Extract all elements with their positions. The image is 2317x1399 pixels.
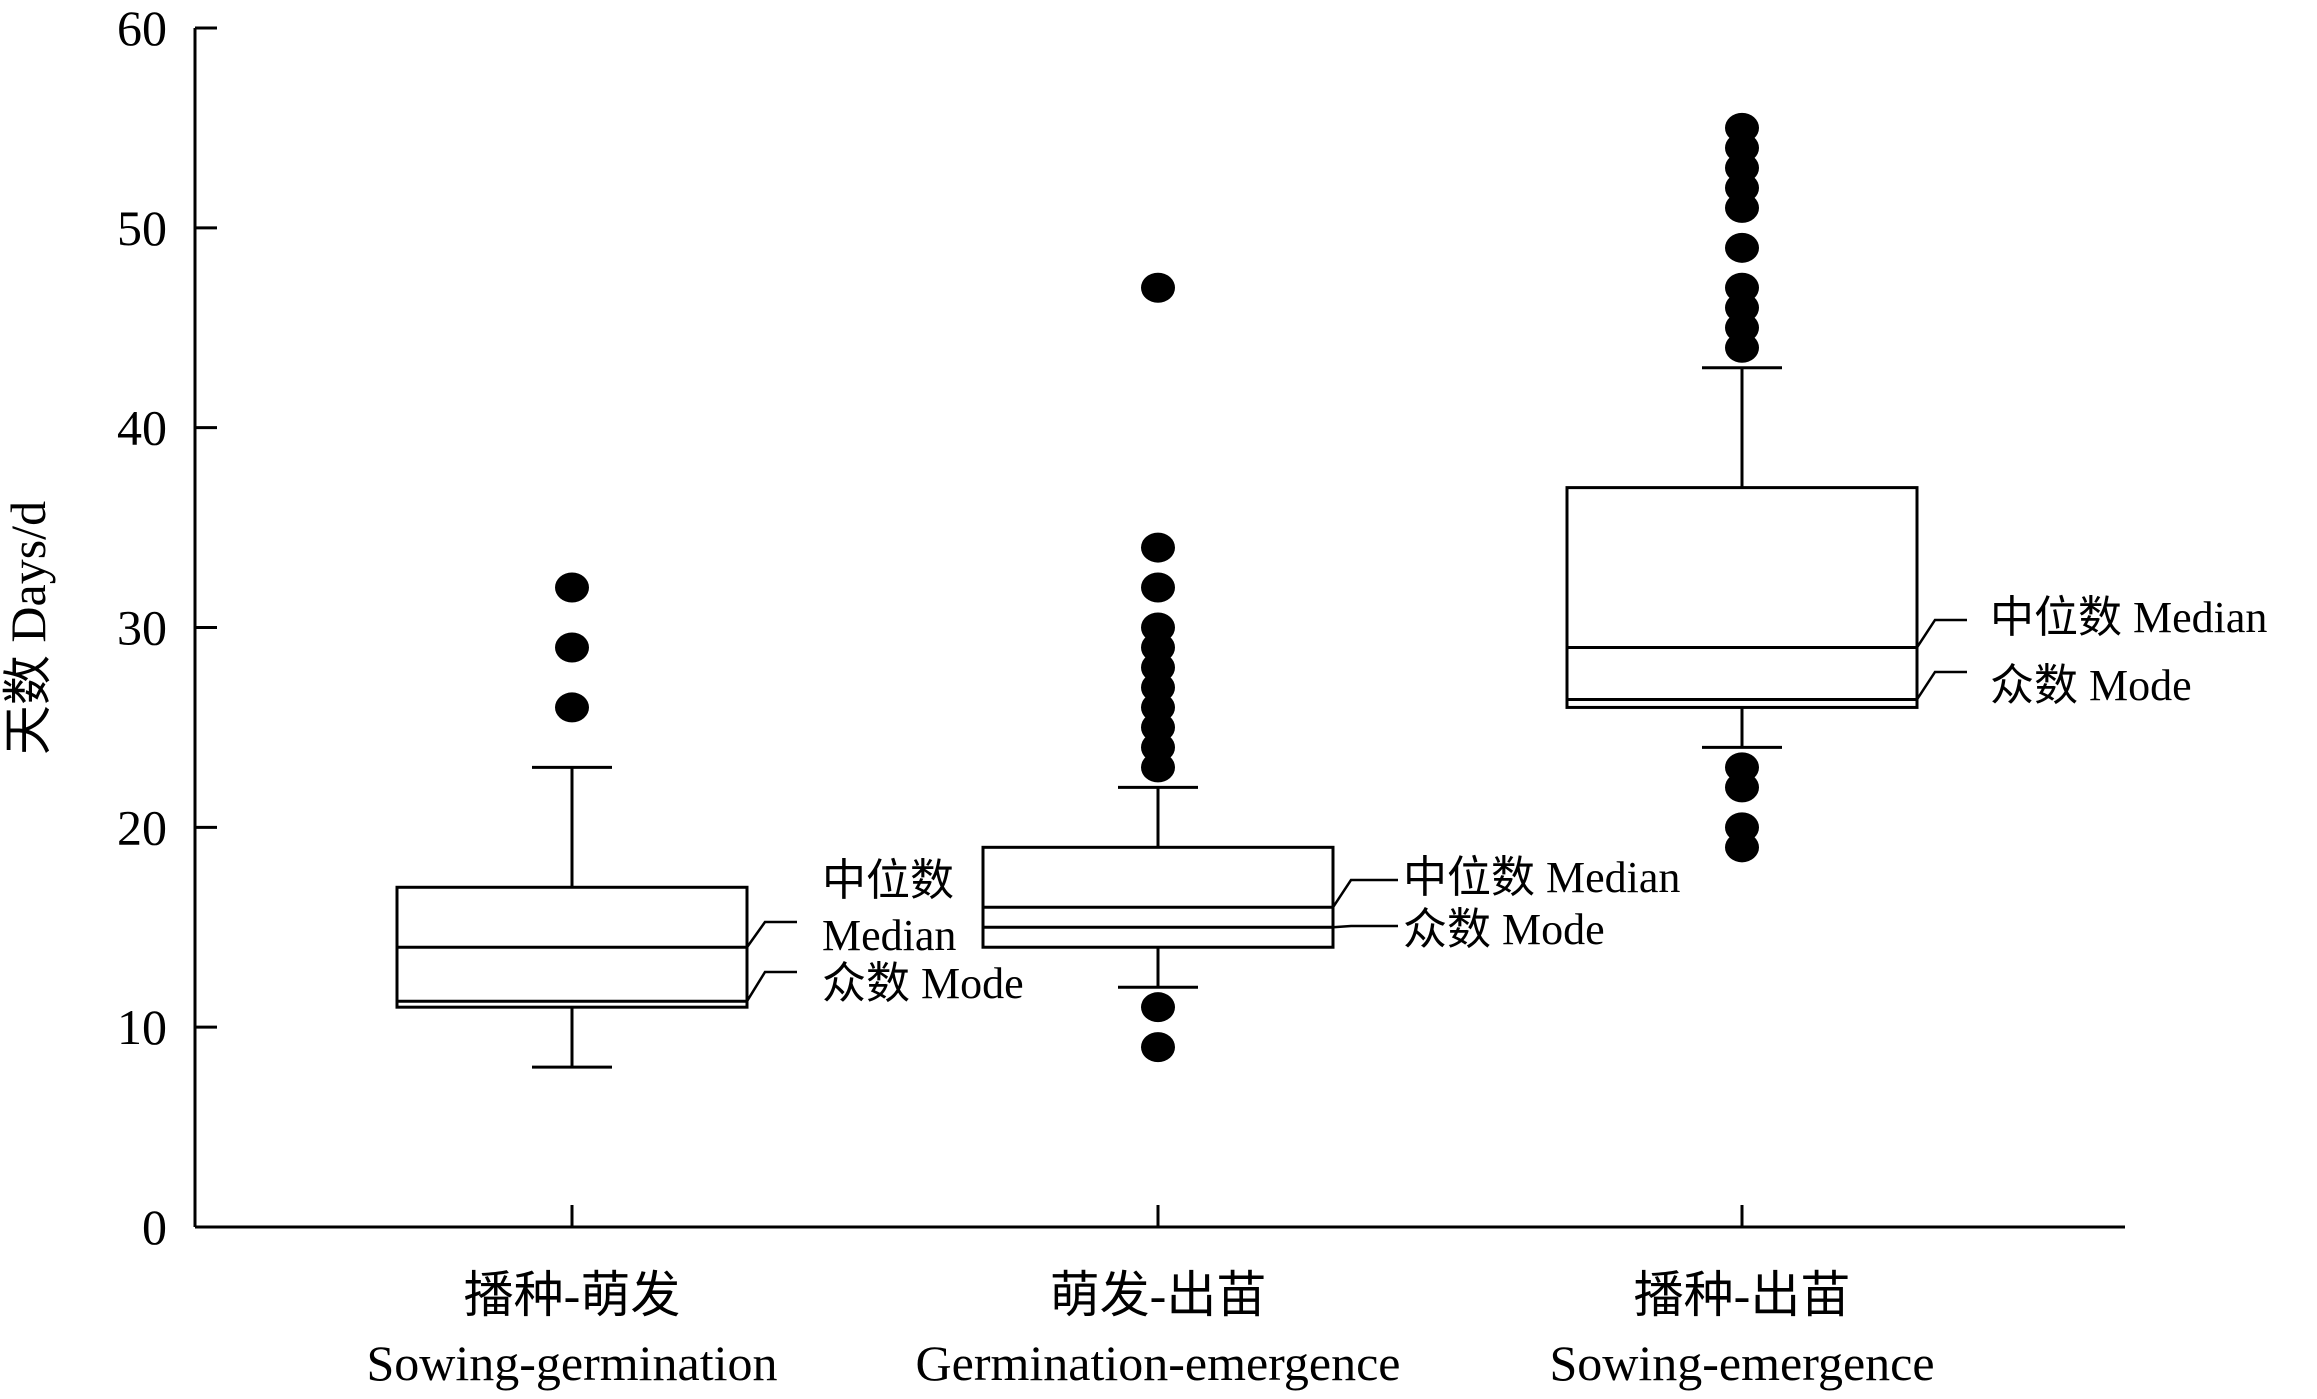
median-leader bbox=[745, 920, 797, 948]
y-axis-title: 天数 Days/d bbox=[0, 501, 56, 755]
x-category-label-en: Sowing-emergence bbox=[1549, 1335, 1934, 1391]
y-tick-label: 60 bbox=[117, 0, 167, 56]
y-tick-label: 50 bbox=[117, 200, 167, 256]
box-group bbox=[981, 272, 1335, 1063]
x-category-label-zh: 播种-萌发 bbox=[464, 1267, 681, 1323]
x-category-label-zh: 萌发-出苗 bbox=[1050, 1267, 1267, 1323]
axes: 0 10 20 30 40 50 60 播种-萌发 Sowing-germination 萌发-出… bbox=[0, 0, 2125, 1391]
outlier-point bbox=[1141, 612, 1175, 643]
box-iqr bbox=[981, 845, 1335, 949]
x-category-label-en: Sowing-germination bbox=[366, 1335, 777, 1391]
y-tick-label: 20 bbox=[117, 799, 167, 855]
outlier-point bbox=[1725, 232, 1759, 263]
outlier-point bbox=[1141, 992, 1175, 1023]
median-leader bbox=[1331, 878, 1398, 908]
box-iqr bbox=[1565, 486, 1919, 709]
y-tick-label: 0 bbox=[142, 1199, 167, 1255]
mode-leader bbox=[745, 970, 797, 1002]
median-annotation: 中位数 Median bbox=[1990, 593, 2267, 642]
mode-leader bbox=[1915, 670, 1967, 701]
mode-annotation: 众数 Mode bbox=[822, 959, 1024, 1008]
median-annotation-zh: 中位数 bbox=[822, 856, 954, 905]
boxes bbox=[395, 112, 1919, 1069]
outlier-point bbox=[1141, 572, 1175, 603]
median-annotation: Median bbox=[822, 911, 956, 960]
x-category-label-zh: 播种-出苗 bbox=[1634, 1267, 1851, 1323]
y-tick-label: 40 bbox=[117, 400, 167, 456]
outlier-point bbox=[1725, 272, 1759, 303]
mode-annotation: 众数 Mode bbox=[1990, 661, 2192, 710]
outlier-point bbox=[555, 692, 589, 723]
outlier-point bbox=[1141, 1032, 1175, 1063]
outlier-point bbox=[1725, 752, 1759, 783]
mode-annotation: 众数 Mode bbox=[1403, 905, 1605, 954]
median-annotation: 中位数 Median bbox=[1403, 853, 1680, 902]
outlier-point bbox=[555, 632, 589, 663]
median-leader bbox=[1915, 618, 1967, 649]
outlier-point bbox=[1141, 532, 1175, 563]
outlier-point bbox=[555, 572, 589, 603]
box-group bbox=[395, 572, 749, 1069]
outlier-point bbox=[1141, 272, 1175, 303]
outlier-point bbox=[1725, 812, 1759, 843]
outlier-point bbox=[1725, 112, 1759, 143]
box-group bbox=[1565, 112, 1919, 863]
mode-leader bbox=[1332, 924, 1398, 929]
y-tick-label: 10 bbox=[117, 999, 167, 1055]
x-category-label-en: Germination-emergence bbox=[916, 1335, 1401, 1391]
y-tick-label: 30 bbox=[117, 600, 167, 656]
